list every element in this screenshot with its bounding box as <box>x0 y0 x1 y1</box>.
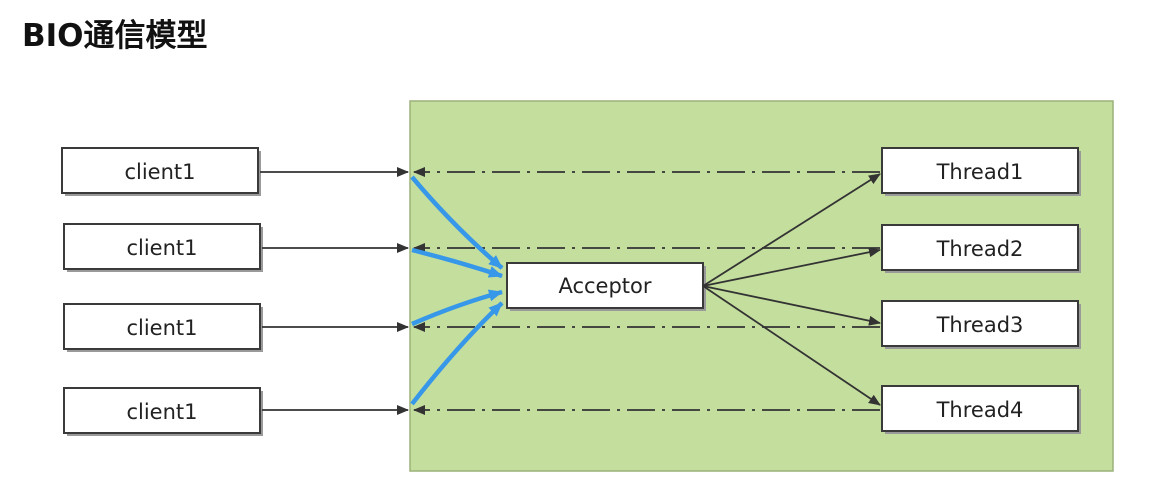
dispatch-arrow <box>702 285 881 406</box>
client-box: client1 <box>63 223 263 272</box>
accept-arrow <box>410 301 504 406</box>
thread-label: Thread4 <box>936 398 1024 422</box>
client-label: client1 <box>126 316 197 340</box>
thread-label: Thread2 <box>936 237 1024 261</box>
client-box: client1 <box>63 387 263 436</box>
accept-arrow <box>410 175 504 270</box>
thread-label: Thread1 <box>936 160 1024 184</box>
page-title: BIO通信模型 <box>22 18 208 54</box>
thread-box: Thread2 <box>881 224 1081 273</box>
acceptor-box: Acceptor <box>506 262 706 311</box>
client-label: client1 <box>124 160 195 184</box>
dispatch-arrow <box>702 285 881 326</box>
thread-box: Thread3 <box>881 300 1081 349</box>
accept-arrow <box>411 289 503 327</box>
thread-label: Thread3 <box>936 313 1024 337</box>
client-label: client1 <box>126 400 197 424</box>
client-box: client1 <box>63 303 263 352</box>
client-label: client1 <box>126 236 197 260</box>
thread-box: Thread1 <box>881 147 1081 196</box>
dispatch-arrow <box>702 173 881 287</box>
client-box: client1 <box>61 147 261 196</box>
dispatch-arrow <box>702 247 881 287</box>
acceptor-label: Acceptor <box>558 274 651 298</box>
thread-box: Thread4 <box>881 385 1081 434</box>
accept-arrow <box>411 247 503 279</box>
